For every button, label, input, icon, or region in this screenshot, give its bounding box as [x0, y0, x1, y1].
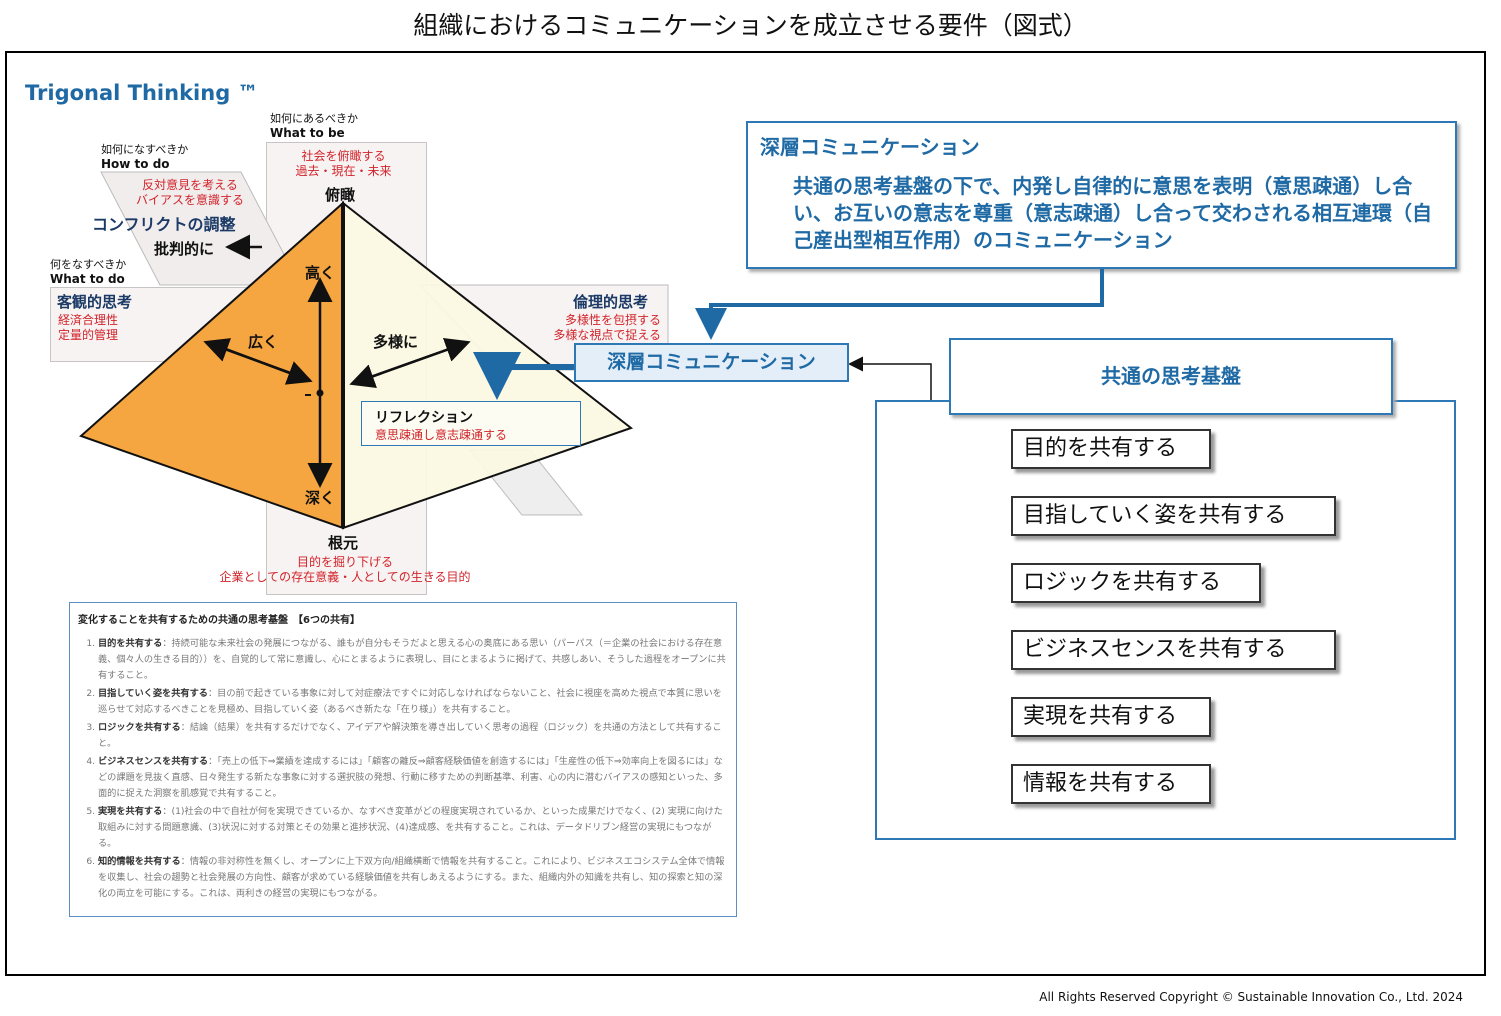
- share-item: 情報を共有する: [1011, 764, 1211, 804]
- arrow-wide-back: [209, 341, 313, 385]
- description-item-label: 実現を共有する: [98, 806, 163, 817]
- root-desc: 目的を掘り下げる 企業としての存在意義・人としての生きる目的: [190, 555, 500, 585]
- label-overlook: 俯瞰: [325, 186, 356, 204]
- objective-desc-1: 経済合理性: [58, 313, 119, 327]
- common-base-title: 共通の思考基盤: [949, 338, 1393, 415]
- deep-comm-title: 深層コミュニケーション: [760, 135, 980, 159]
- critical-label: 批判的に: [154, 240, 215, 258]
- top-desc-2: 過去・現在・未来: [295, 164, 392, 178]
- objective-desc: 経済合理性 定量的管理: [58, 313, 118, 343]
- share-item: ロジックを共有する: [1011, 563, 1261, 603]
- share-item: 目的を共有する: [1011, 429, 1211, 469]
- objective-title: 客観的思考: [57, 293, 133, 311]
- description-box: 変化することを共有するための共通の思考基盤 【6つの共有】 目的を共有する：持続…: [69, 602, 737, 917]
- description-item-text: ：「売上の低下⇒業績を達成するには」「顧客の離反⇒顧客経験価値を創造するには」「…: [98, 756, 723, 799]
- how-desc-1: 反対意見を考える: [142, 178, 238, 192]
- deep-to-tag-arrow: [695, 269, 1104, 340]
- description-item-label: ビジネスセンスを共有する: [98, 756, 209, 767]
- root-desc-1: 目的を掘り下げる: [296, 555, 393, 569]
- page-title: 組織におけるコミュニケーションを成立させる要件（図式）: [413, 11, 1088, 40]
- diagram-frame: [5, 51, 1486, 976]
- tag-to-reflection-arrow: [473, 352, 574, 400]
- share-item: 目指していく姿を共有する: [1011, 496, 1336, 536]
- ethics-desc-1: 多様性を包摂する: [564, 313, 661, 327]
- what-question-jp: 何をなすべきか: [50, 258, 127, 271]
- how-question: 如何になすべきか How to do: [101, 142, 188, 172]
- conflict-title: コンフリクトの調整: [92, 215, 236, 234]
- ethics-title: 倫理的思考: [573, 293, 649, 311]
- description-item-label: 知的情報を共有する: [98, 856, 181, 867]
- description-item-text: ：持続可能な未来社会の発展につながる、誰もが自分もそうだよと思える心の奥底にある…: [98, 638, 726, 681]
- reflection-title: リフレクション: [375, 410, 473, 426]
- label-deep: 深く: [305, 489, 336, 507]
- description-item-text: ：目の前で起きている事象に対して対症療法ですぐに対応しなければならないこと、社会…: [98, 688, 722, 715]
- trademark-title: Trigonal Thinking ™: [25, 81, 259, 105]
- top-question: 如何にあるべきか What to be: [270, 111, 358, 141]
- root-desc-2: 企業としての存在意義・人としての生きる目的: [219, 570, 471, 584]
- description-item: 知的情報を共有する：情報の非対称性を無くし、オープンに上下双方向/組織横断で情報…: [98, 854, 728, 902]
- how-desc-2: バイアスを意識する: [135, 193, 244, 207]
- description-item-label: 目指していく姿を共有する: [98, 688, 208, 699]
- origin-dot: [316, 389, 324, 397]
- how-question-en: How to do: [101, 157, 170, 171]
- deep-comm-box: 深層コミュニケーション 共通の思考基盤の下で、内発し自律的に意思を表明（意思疎通…: [746, 121, 1457, 269]
- how-question-jp: 如何になすべきか: [101, 143, 189, 156]
- description-item-text: ：情報の非対称性を無くし、オープンに上下双方向/組織横断で情報を共有すること。こ…: [98, 856, 725, 899]
- description-header: 変化することを共有するための共通の思考基盤 【6つの共有】: [78, 615, 360, 626]
- description-list: 目的を共有する：持続可能な未来社会の発展につながる、誰もが自分もそうだよと思える…: [78, 636, 728, 902]
- description-item: 目的を共有する：持続可能な未来社会の発展につながる、誰もが自分もそうだよと思える…: [98, 636, 728, 684]
- top-question-en: What to be: [270, 126, 345, 140]
- description-item-text: ：(1)社会の中で自社が何を実現できているか、なすべき変革がどの程度実現されてい…: [98, 806, 723, 849]
- share-item: 実現を共有する: [1011, 697, 1211, 737]
- top-desc-1: 社会を俯瞰する: [301, 149, 386, 163]
- arrow-diverse-back: [349, 341, 467, 389]
- label-high: 高く: [305, 264, 336, 282]
- top-question-jp: 如何にあるべきか: [270, 112, 358, 125]
- deep-comm-body: 共通の思考基盤の下で、内発し自律的に意思を表明（意思疎通）し合い、お互いの意志を…: [793, 174, 1432, 252]
- ethics-desc-2: 多様な視点で捉える: [553, 328, 661, 342]
- top-desc: 社会を俯瞰する 過去・現在・未来: [286, 149, 401, 179]
- description-item-label: 目的を共有する: [98, 638, 163, 649]
- how-desc: 反対意見を考える バイアスを意識する: [125, 178, 255, 208]
- label-root: 根元: [328, 534, 359, 552]
- base-to-tag-arrow: [848, 356, 932, 400]
- copyright: All Rights Reserved Copyright © Sustaina…: [1039, 990, 1463, 1004]
- deep-comm-tag: 深層コミュニケーション: [574, 343, 849, 382]
- description-item: 実現を共有する：(1)社会の中で自社が何を実現できているか、なすべき変革がどの程…: [98, 804, 728, 852]
- description-item: ロジックを共有する：結論（結果）を共有するだけでなく、アイデアや解決策を導き出し…: [98, 720, 728, 752]
- label-diverse: 多様に: [373, 333, 419, 351]
- label-wide: 広く: [248, 333, 279, 351]
- reflection-desc: 意思疎通し意志疎通する: [375, 428, 508, 442]
- share-item: ビジネスセンスを共有する: [1011, 630, 1336, 670]
- reflection-box: リフレクション 意思疎通し意志疎通する: [361, 401, 581, 446]
- ethics-desc: 多様性を包摂する 多様な視点で捉える: [538, 313, 661, 343]
- objective-desc-2: 定量的管理: [58, 328, 119, 342]
- description-item-text: ：結論（結果）を共有するだけでなく、アイデアや解決策を導き出していく思考の過程（…: [98, 722, 722, 749]
- description-item: ビジネスセンスを共有する：「売上の低下⇒業績を達成するには」「顧客の離反⇒顧客経…: [98, 754, 728, 802]
- what-question-en: What to do: [50, 272, 125, 286]
- what-question: 何をなすべきか What to do: [50, 257, 126, 287]
- description-item-label: ロジックを共有する: [98, 722, 181, 733]
- description-item: 目指していく姿を共有する：目の前で起きている事象に対して対症療法ですぐに対応しな…: [98, 686, 728, 718]
